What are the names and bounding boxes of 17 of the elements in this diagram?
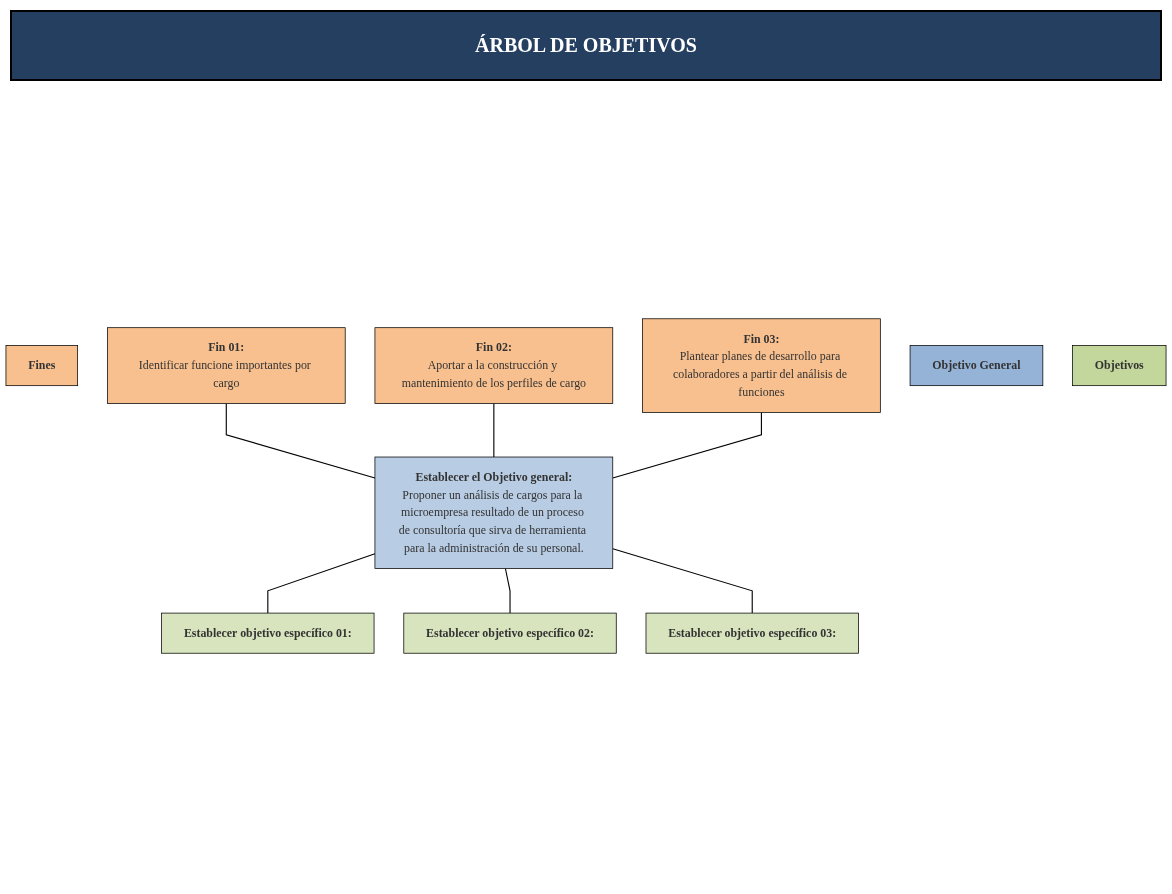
connector	[225, 402, 376, 479]
connector	[493, 402, 495, 458]
connector	[504, 567, 511, 614]
node-box: Establecer objetivo específico 02:	[403, 612, 617, 654]
node-box: Establecer objetivo específico 03:	[645, 612, 859, 654]
node-box: Establecer el Objetivo general: Proponer un análisis de cargos para la microempresa resultado de un proceso de consultoría que sirva de herramienta para la administración de su personal.	[374, 456, 614, 569]
node-box: Fines	[5, 345, 78, 387]
connector	[612, 411, 762, 479]
node-box: Fin 01: Identificar funcione importantes por cargo	[107, 327, 346, 404]
connector	[612, 548, 753, 614]
node-box: Fin 03: Plantear planes de desarrollo para colaboradores a partir del análisis de funciones	[642, 318, 881, 413]
node-box: Objetivo General	[909, 345, 1044, 387]
title-banner: ÁRBOL DE OBJETIVOS	[10, 10, 1162, 81]
node-box: Objetivos	[1072, 345, 1167, 387]
node-box: Fin 02: Aportar a la construcción y mantenimiento de los perfiles de cargo	[374, 327, 614, 404]
connector	[267, 553, 376, 614]
node-box: Establecer objetivo específico 01:	[161, 612, 375, 654]
